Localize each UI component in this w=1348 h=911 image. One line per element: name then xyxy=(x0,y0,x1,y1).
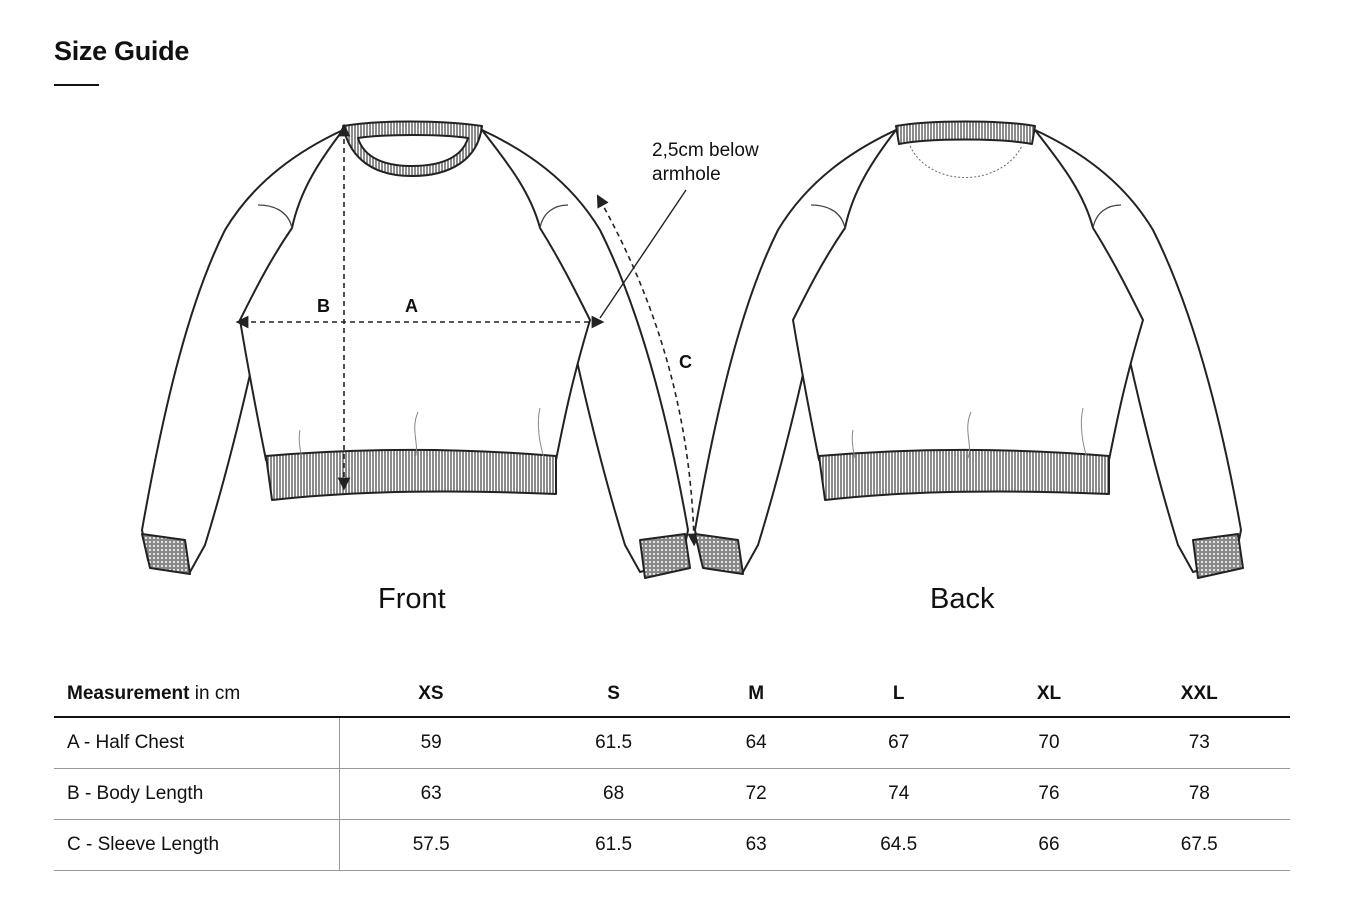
table-cell: 70 xyxy=(989,717,1109,769)
front-caption: Front xyxy=(378,583,446,615)
back-left-sleeve xyxy=(694,129,897,573)
row-label: A - Half Chest xyxy=(54,717,340,769)
back-collar xyxy=(895,120,1036,145)
table-cell: 73 xyxy=(1108,717,1290,769)
measurement-label: Measurement xyxy=(67,683,190,704)
sweatshirt-back xyxy=(694,120,1244,579)
table-cell: 61.5 xyxy=(522,717,705,769)
size-header: M xyxy=(704,672,808,718)
table-header-row: Measurement in cm XS S M L XL XXL xyxy=(54,672,1290,718)
size-header: XXL xyxy=(1108,672,1290,718)
back-left-cuff xyxy=(694,533,744,575)
table-cell: 64 xyxy=(704,717,808,769)
table-row: A - Half Chest 59 61.5 64 67 70 73 xyxy=(54,717,1290,769)
table-cell: 59 xyxy=(339,717,523,769)
garment-diagram xyxy=(141,120,1244,579)
size-header: XL xyxy=(989,672,1109,718)
front-left-cuff xyxy=(141,533,191,575)
back-right-sleeve xyxy=(1034,129,1242,573)
table-cell: 63 xyxy=(339,768,523,820)
armhole-annotation: 2,5cm below armhole xyxy=(652,139,759,187)
back-caption: Back xyxy=(930,583,995,615)
table-row: C - Sleeve Length 57.5 61.5 63 64.5 66 6… xyxy=(54,819,1290,871)
table-cell: 63 xyxy=(704,819,808,871)
measurement-header: Measurement in cm xyxy=(54,672,339,718)
table-cell: 66 xyxy=(989,819,1109,871)
measurement-lines xyxy=(235,123,701,547)
front-hem-band xyxy=(265,449,557,501)
table-cell: 68 xyxy=(522,768,705,820)
page-title: Size Guide xyxy=(54,36,190,66)
marker-c: C xyxy=(679,352,692,372)
unit-label: in cm xyxy=(194,683,241,704)
table-cell: 72 xyxy=(704,768,808,820)
back-hem-band xyxy=(818,449,1110,501)
table-cell: 74 xyxy=(808,768,990,820)
table-cell: 64.5 xyxy=(808,819,990,871)
front-collar xyxy=(342,120,483,177)
front-left-sleeve xyxy=(141,129,344,573)
annotation-line-2: armhole xyxy=(652,164,721,185)
table-cell: 76 xyxy=(989,768,1109,820)
size-header: L xyxy=(808,672,990,718)
table-cell: 67.5 xyxy=(1108,819,1290,871)
annotation-line-1: 2,5cm below xyxy=(652,140,759,161)
table-cell: 57.5 xyxy=(339,819,523,871)
row-label: C - Sleeve Length xyxy=(54,819,340,871)
row-label: B - Body Length xyxy=(54,768,340,820)
size-header: XS xyxy=(339,672,523,718)
annotation-leader xyxy=(599,189,687,319)
sweatshirt-front xyxy=(141,120,691,579)
size-table: Measurement in cm XS S M L XL XXL A - Ha… xyxy=(54,672,1290,871)
table-cell: 61.5 xyxy=(522,819,705,871)
measure-c-line xyxy=(596,194,701,547)
table-cell: 67 xyxy=(808,717,990,769)
marker-b: B xyxy=(317,296,330,316)
marker-a: A xyxy=(405,296,418,316)
table-row: B - Body Length 63 68 72 74 76 78 xyxy=(54,768,1290,820)
front-right-cuff xyxy=(639,533,691,579)
size-header: S xyxy=(522,672,705,718)
back-right-cuff xyxy=(1192,533,1244,579)
table-cell: 78 xyxy=(1108,768,1290,820)
title-underline xyxy=(54,84,99,86)
